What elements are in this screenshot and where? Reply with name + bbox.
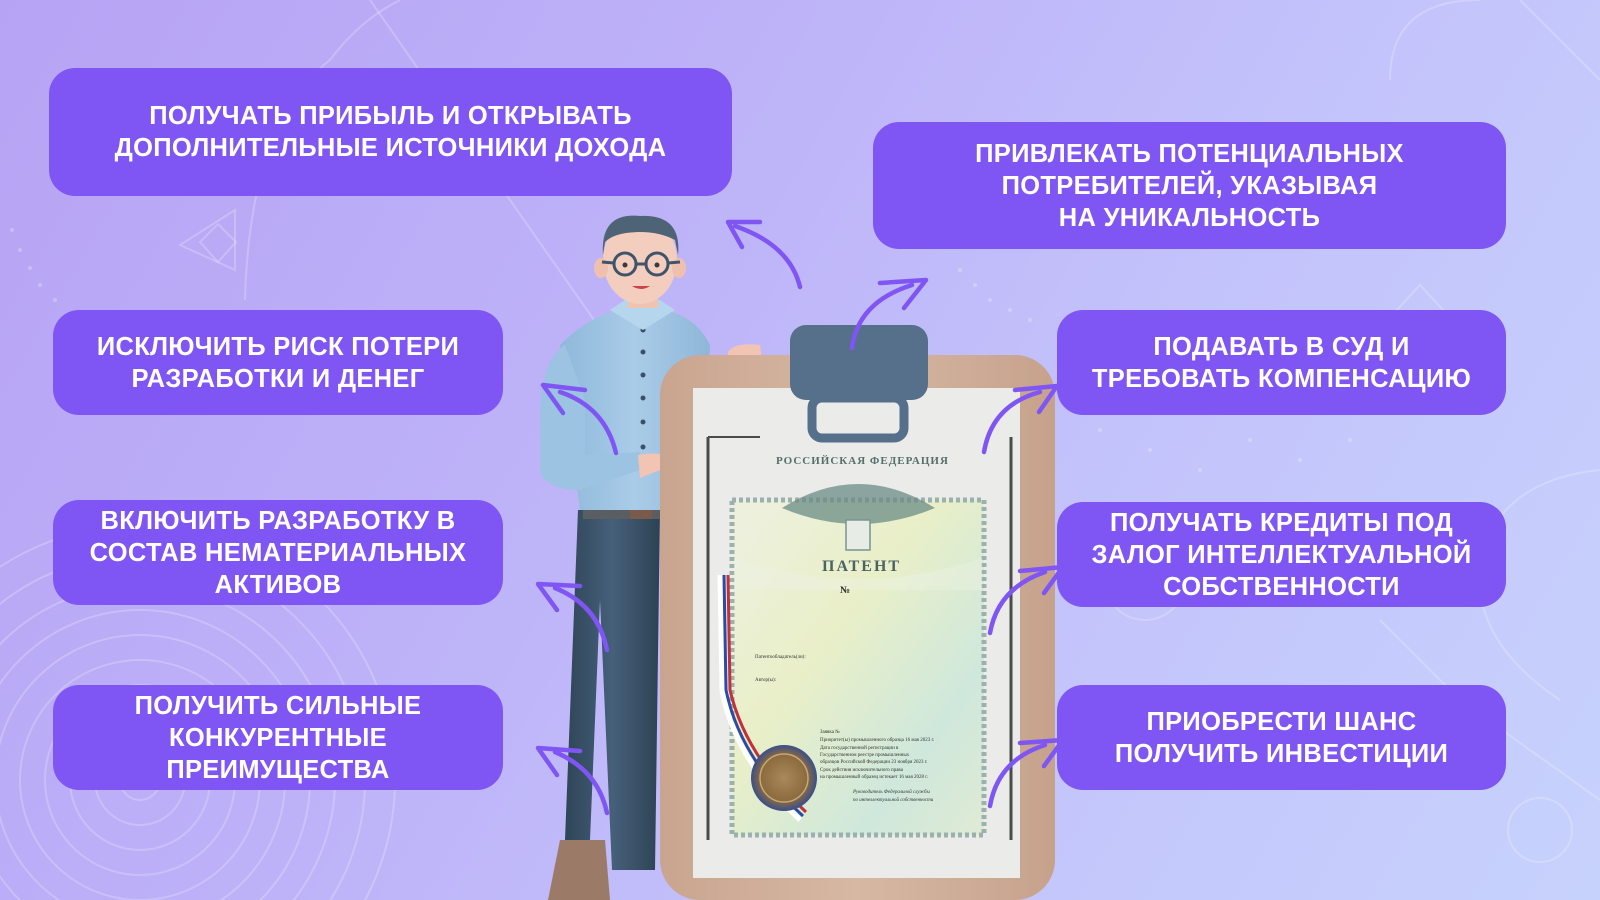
arrow-up-left-icon <box>535 581 610 653</box>
person-shirt <box>560 309 710 510</box>
document-application-label: Заявка № <box>820 730 840 735</box>
document-signatory-1: Руководитель Федеральной службы <box>853 790 930 795</box>
arrow-up-right-icon <box>981 383 1060 455</box>
benefit-text: Привлекать потенциальных потребителей, у… <box>975 139 1404 232</box>
benefit-box-litigation: Подавать в суд и требовать компенсацию <box>1057 310 1506 415</box>
document-header: РОССИЙСКАЯ ФЕДЕРАЦИЯ <box>776 455 949 467</box>
benefit-text: Получать кредиты под залог интеллектуаль… <box>1091 508 1472 601</box>
document-priority: Приоритет(ы) промышленного образца 16 ма… <box>820 738 935 743</box>
benefit-text: Получить сильные конкурентные преимущест… <box>134 691 422 784</box>
person-legs <box>565 510 660 870</box>
arrow-up-left-icon <box>535 745 610 816</box>
document-validity-2: на промышленный образец истекает 16 мая … <box>820 775 928 780</box>
document-registration-3: образцов Российской Федерации 23 ноября … <box>820 760 928 765</box>
document-signatory-2: по интеллектуальной собственности <box>853 798 934 803</box>
benefit-text: Подавать в суд и требовать компенсацию <box>1091 332 1472 393</box>
document-registration-2: Государственном реестре промышленных <box>820 753 910 758</box>
arrow-up-right-icon <box>987 564 1066 636</box>
benefit-text: Приобрести шанс получить инвестиции <box>1114 707 1449 768</box>
arrow-up-left-icon <box>725 219 803 290</box>
document-validity-1: Срок действия исключительного права <box>820 768 903 773</box>
arrow-up-right-icon <box>987 737 1066 809</box>
arrow-up-left-icon <box>540 382 619 456</box>
benefit-box-attract-consumers: Привлекать потенциальных потребителей, у… <box>873 122 1506 249</box>
clipboard-clip <box>790 325 928 400</box>
benefit-text: Включить разработку в состав нематериаль… <box>89 506 467 599</box>
document-registration-1: Дата государственной регистрации в <box>820 746 899 751</box>
benefit-box-profit: Получать прибыль и открывать дополнитель… <box>49 68 732 196</box>
benefit-box-intangible-assets: Включить разработку в состав нематериаль… <box>53 500 503 605</box>
benefit-box-ip-loans: Получать кредиты под залог интеллектуаль… <box>1057 502 1506 607</box>
patent-seal <box>751 745 817 811</box>
document-holder-label: Патентообладатель(ли): <box>755 655 806 660</box>
document-author-label: Автор(ы): <box>755 678 777 683</box>
patent-document <box>693 388 1020 878</box>
benefit-box-investments: Приобрести шанс получить инвестиции <box>1057 685 1506 790</box>
benefit-box-competitive-advantage: Получить сильные конкурентные преимущест… <box>53 685 503 790</box>
arrow-up-right-icon <box>849 277 929 351</box>
benefit-text: Исключить риск потери разработки и денег <box>96 332 460 393</box>
document-title: ПАТЕНТ <box>822 558 902 575</box>
benefit-box-risk: Исключить риск потери разработки и денег <box>53 310 503 415</box>
document-number: № <box>840 585 851 596</box>
benefit-text: Получать прибыль и открывать дополнитель… <box>114 102 667 162</box>
person-head <box>603 216 677 304</box>
clipboard <box>660 355 1055 900</box>
